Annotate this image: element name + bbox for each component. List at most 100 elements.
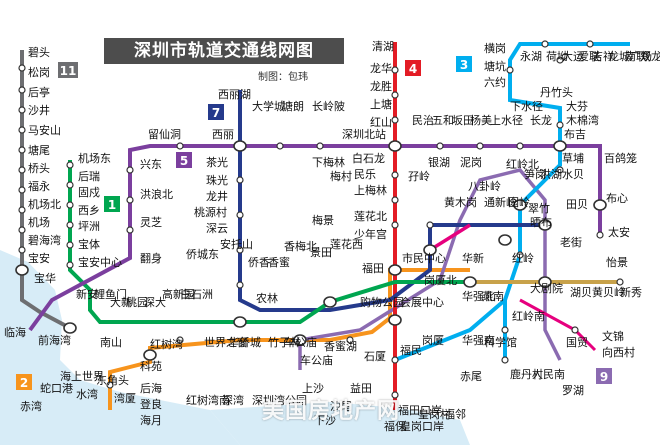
- line-3-south: [394, 298, 507, 362]
- station-label: 马安山: [28, 123, 61, 137]
- station-label: 下梅林: [312, 155, 345, 169]
- station-label: 科学馆: [484, 335, 517, 349]
- station-label: 高新园: [162, 287, 195, 301]
- station-label: 香蜜湖: [324, 339, 357, 353]
- station-label: 民乐: [354, 168, 376, 181]
- station-label: 碧海湾: [28, 233, 61, 247]
- station-label: 机场: [28, 215, 50, 229]
- station-label: 水贝: [562, 168, 584, 181]
- station-label: 福民: [400, 343, 422, 357]
- line-badge-1: 1: [104, 196, 120, 212]
- regular-stations: [18, 40, 624, 399]
- station-label: 上沙: [302, 382, 324, 395]
- station-label: 国贸: [566, 336, 588, 349]
- station-label: 益田: [350, 381, 372, 395]
- station-label: 深圳北站: [342, 127, 386, 141]
- station-label: 兴东: [140, 158, 162, 171]
- station-label: 向西村: [602, 345, 635, 359]
- station-label: 园岭: [508, 195, 530, 209]
- station-label: 木棉湾: [566, 113, 599, 127]
- station-label: 坪洲: [78, 220, 100, 233]
- station-label: 翠竹: [528, 201, 550, 215]
- station-label: 临海: [4, 325, 26, 339]
- station-label: 梅景: [312, 213, 334, 227]
- station-label: 华新: [462, 251, 484, 265]
- station-label: 文锦: [602, 329, 624, 343]
- station-label: 荷坳: [546, 49, 568, 63]
- station-label: 深圳湾公园: [252, 393, 307, 407]
- station-label: 石厦: [364, 350, 386, 363]
- station-label: 黄贝岭: [592, 285, 625, 299]
- station-label: 怡景: [606, 255, 628, 269]
- line-3: [503, 42, 630, 360]
- station-label: 赤湾: [20, 399, 42, 413]
- station-label: 购物公园: [360, 295, 404, 309]
- station-label: 固戍: [78, 186, 100, 199]
- station-label: 布吉: [564, 128, 586, 141]
- station-label: 罗湖: [562, 384, 584, 397]
- station-label: 塘坑: [484, 59, 506, 73]
- station-label: 岗厦北: [424, 274, 457, 287]
- station-label: 西丽: [212, 128, 234, 141]
- station-label: 桃园: [126, 295, 148, 309]
- station-label: 永湖: [520, 49, 542, 63]
- station-label: 灵芝: [140, 216, 162, 229]
- station-label: 碧头: [28, 46, 50, 59]
- station-label: 沙井: [28, 103, 50, 117]
- station-label: 翻身: [140, 251, 162, 265]
- map-credit: 制图：包玮: [258, 72, 308, 83]
- station-label: 福永: [28, 179, 50, 193]
- station-label: 白石龙: [352, 151, 385, 165]
- svg-text:7: 7: [212, 106, 220, 120]
- station-label: 泥岗: [460, 156, 482, 169]
- line-badge-5: 5: [176, 152, 192, 168]
- station-label: 香蜜: [268, 255, 290, 269]
- map-title: 深圳市轨道交通线网图: [104, 38, 344, 64]
- station-label: 新秀: [620, 285, 642, 299]
- station-label: 深湾: [222, 393, 244, 407]
- station-label: 福田口岸: [398, 403, 442, 417]
- station-label: 清湖: [372, 40, 394, 53]
- station-label: 竹子林: [268, 335, 301, 349]
- line-badge-11: 11: [58, 62, 78, 78]
- station-label: 洪湖: [540, 167, 562, 181]
- line-badge-4: 4: [405, 60, 421, 76]
- svg-text:3: 3: [460, 58, 468, 72]
- station-label: 宝体: [78, 237, 100, 251]
- station-label: 南山: [100, 336, 122, 349]
- station-label: 燕南: [482, 290, 504, 303]
- station-label: 湖贝: [570, 286, 592, 299]
- station-label: 龙胜: [370, 79, 392, 93]
- station-label: 通新岭: [484, 195, 517, 209]
- station-label: 红岭南: [512, 309, 545, 323]
- station-label: 福田: [362, 261, 384, 275]
- station-label: 上塘: [370, 97, 392, 111]
- line-badge-9: 9: [596, 368, 612, 384]
- station-label: 笋岗: [524, 167, 546, 181]
- station-label: 西丽湖: [218, 88, 251, 101]
- station-label: 草埔: [562, 152, 584, 165]
- station-label: 侨城东: [186, 248, 219, 261]
- station-label: 长龙: [530, 114, 552, 127]
- station-label: 海上世界: [60, 369, 104, 383]
- station-label: 百鸽笼: [604, 151, 637, 165]
- station-label: 车公庙: [284, 335, 317, 349]
- station-label: 深大: [144, 295, 166, 309]
- line-9: [298, 168, 562, 370]
- station-label: 黄木岗: [444, 195, 477, 209]
- station-label: 农林: [256, 291, 278, 305]
- station-label: 会展中心: [400, 296, 444, 309]
- station-label: 宝安: [28, 251, 50, 265]
- station-label: 少年宫: [354, 227, 387, 241]
- station-label: 水湾: [76, 387, 98, 401]
- station-label: 莲花北: [354, 210, 387, 223]
- station-label: 田贝: [566, 198, 588, 211]
- station-label: 红岭: [512, 251, 534, 265]
- station-label: 八卦岭: [468, 179, 501, 193]
- station-label: 后瑞: [78, 169, 100, 183]
- station-label: 梅村: [330, 169, 352, 183]
- watermark: 美国房地产网: [262, 399, 401, 424]
- station-label: 晒布: [530, 216, 552, 229]
